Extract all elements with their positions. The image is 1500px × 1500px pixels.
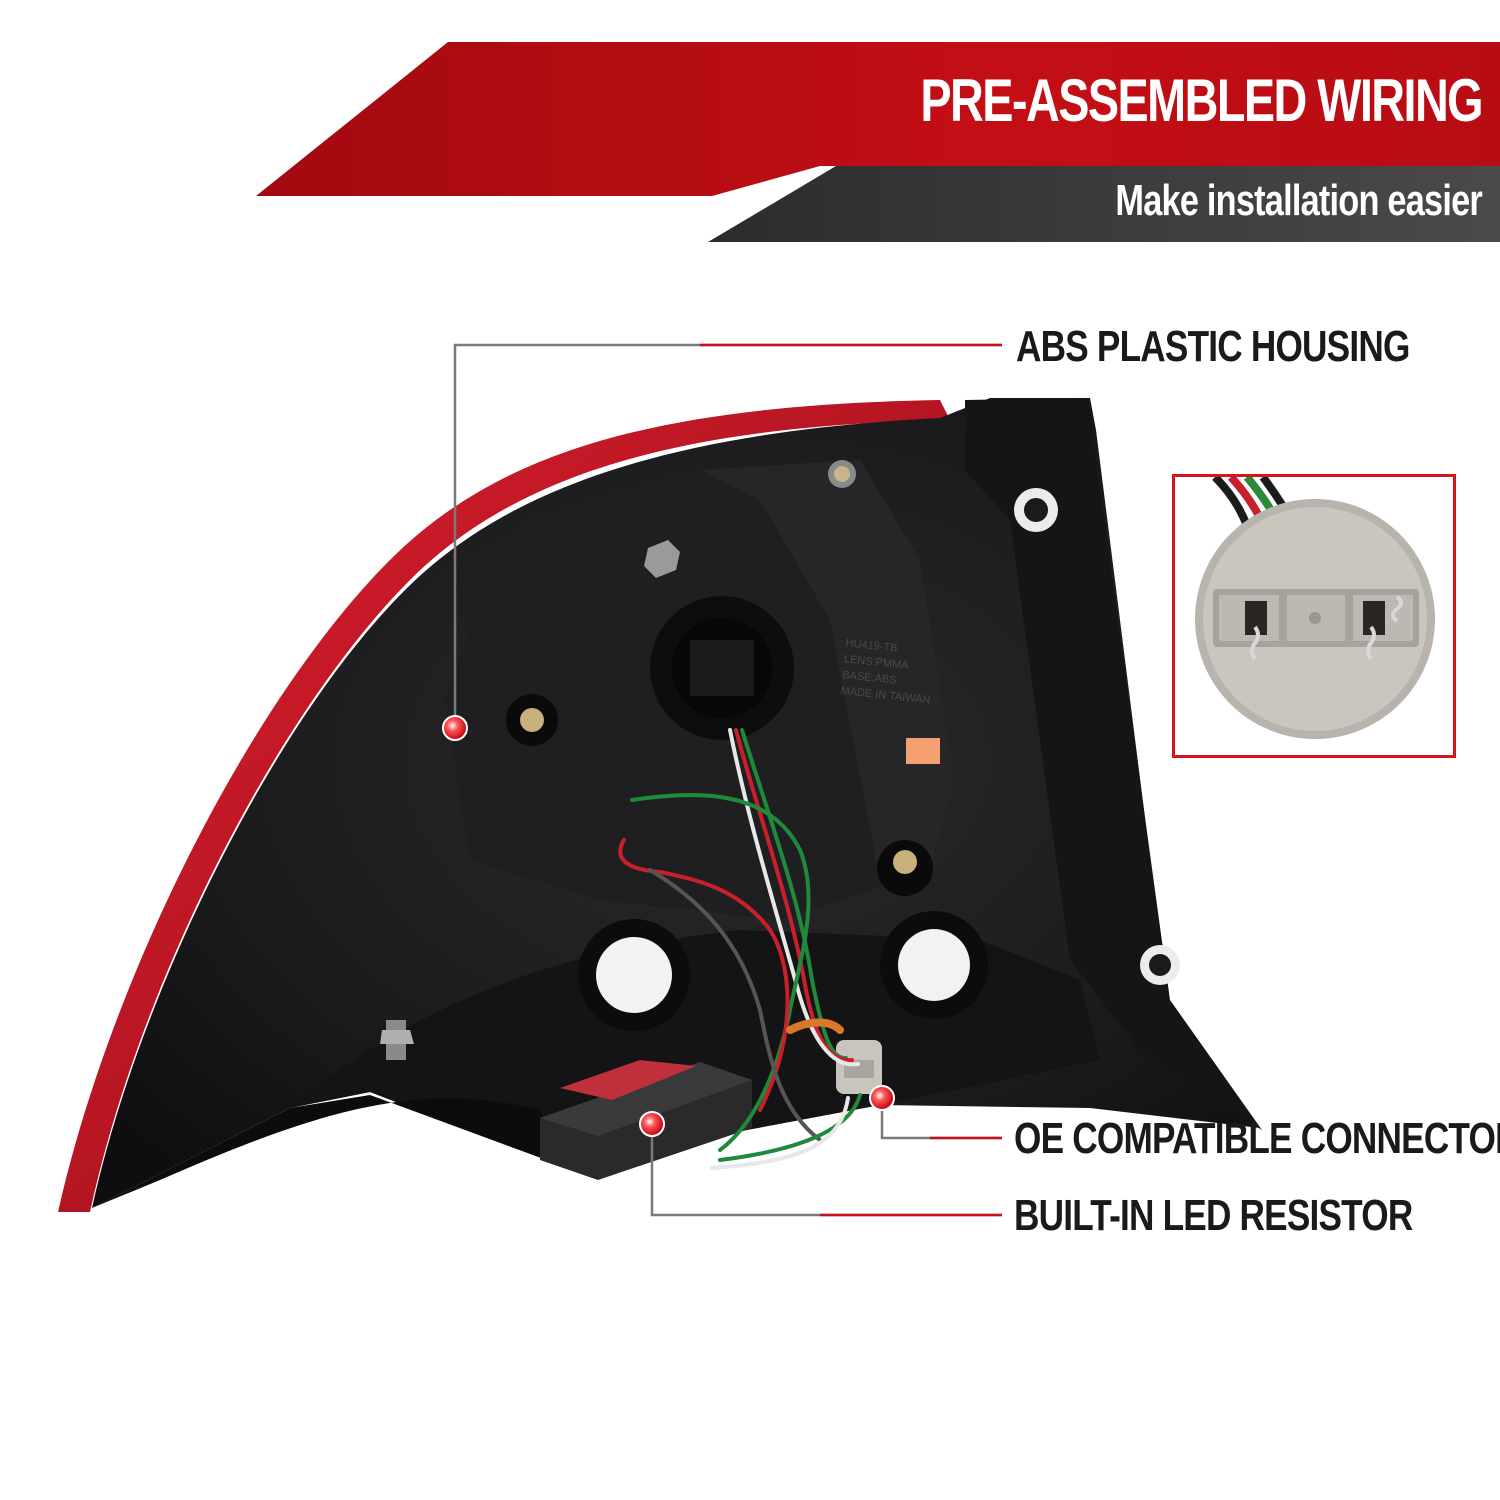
page-subtitle: Make installation easier <box>1115 176 1482 225</box>
connector-closeup-image <box>1175 477 1453 755</box>
callout-oe-connector: OE COMPATIBLE CONNECTOR <box>1014 1114 1500 1163</box>
nut <box>644 540 680 578</box>
red-banner <box>256 42 1500 196</box>
marking-base: BASE:ABS <box>842 669 897 687</box>
page-title: PRE-ASSEMBLED WIRING <box>920 67 1483 134</box>
callout-dot-connector <box>869 1085 895 1111</box>
bolt <box>506 694 558 746</box>
callout-dot-resistor <box>639 1111 665 1137</box>
mount-hole-top <box>1014 488 1058 532</box>
red-lens-edge <box>58 400 950 1212</box>
bolt <box>877 840 933 896</box>
qc-label <box>906 738 940 764</box>
wiring-harness <box>618 728 862 1170</box>
leader-lines <box>453 343 1002 1217</box>
callout-led-resistor: BUILT-IN LED RESISTOR <box>1014 1191 1413 1240</box>
connector-plug <box>836 1040 882 1094</box>
callout-dot-housing <box>442 715 468 741</box>
bolt <box>828 460 856 488</box>
marking-model: HU419-TB <box>845 637 898 654</box>
mount-hole-bottom <box>1140 945 1180 985</box>
stud <box>380 1020 414 1060</box>
connector-closeup-inset <box>1172 474 1456 758</box>
callout-abs-housing: ABS PLASTIC HOUSING <box>1016 322 1410 371</box>
main-bulb-socket <box>650 596 794 740</box>
mounting-flange <box>965 398 1262 1130</box>
bulb-socket-left <box>578 919 690 1031</box>
dark-banner <box>708 166 1500 242</box>
bulb-socket-right <box>880 911 988 1019</box>
